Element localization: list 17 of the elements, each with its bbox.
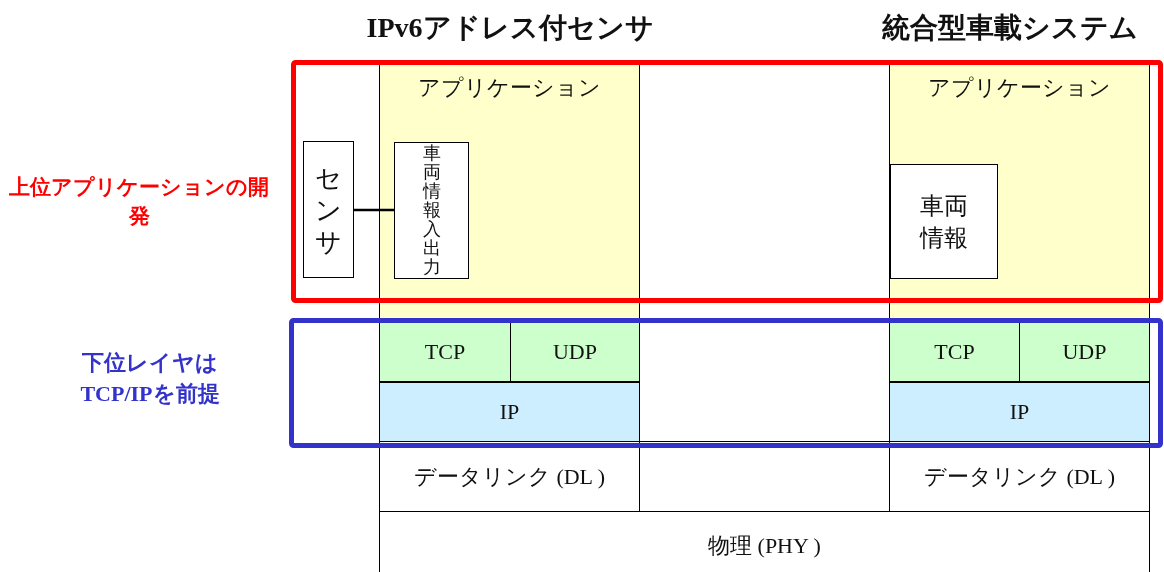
- layer-box: IP: [889, 382, 1150, 442]
- column-title: 統合型車載システム: [881, 11, 1139, 45]
- sensor-box: センサ: [303, 141, 354, 278]
- layer-label: アプリケーション: [928, 74, 1111, 102]
- layer-box: TCP: [889, 322, 1020, 382]
- side-note: 下位レイヤは TCP/IPを前提: [79, 349, 221, 408]
- connector-line: [354, 208, 394, 212]
- layer-label: アプリケーション: [418, 74, 601, 102]
- layer-box: IP: [379, 382, 640, 442]
- column-title: IPv6アドレス付センサ: [365, 11, 655, 45]
- layer-box: 車両情報: [890, 164, 998, 279]
- side-note: 上位アプリケーションの開発: [8, 174, 270, 230]
- layer-box: UDP: [510, 322, 640, 382]
- layer-box: 物理 (PHY ): [379, 511, 1150, 572]
- layer-box: UDP: [1019, 322, 1150, 382]
- module-box: 車両情報入出力: [394, 142, 469, 279]
- layer-box: TCP: [379, 322, 511, 382]
